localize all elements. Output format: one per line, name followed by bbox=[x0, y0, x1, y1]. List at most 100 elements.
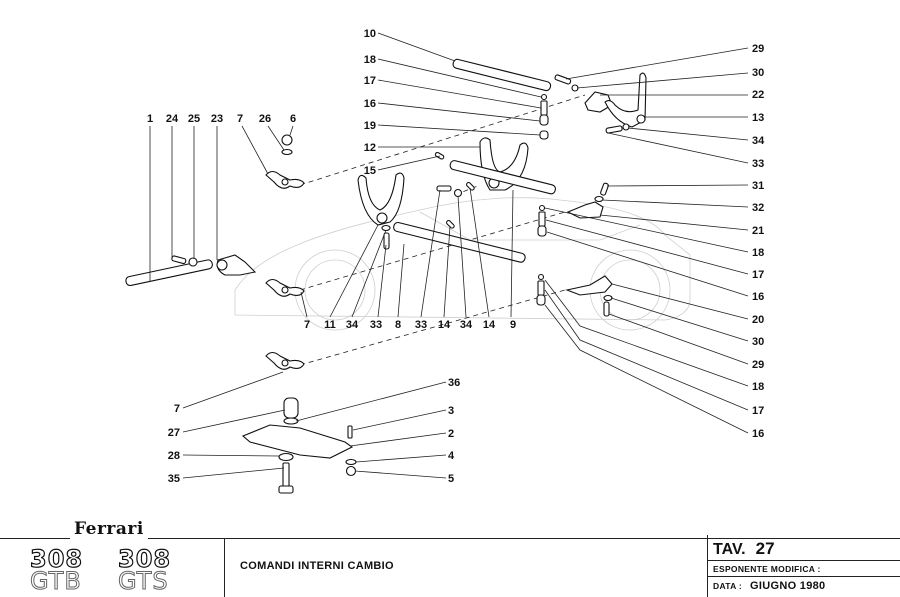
callout-14: 14 bbox=[438, 319, 451, 331]
bracket-2 bbox=[241, 424, 354, 459]
detent-ball-18-mid bbox=[538, 204, 546, 212]
spring-17-low bbox=[537, 280, 545, 296]
plug-19 bbox=[539, 130, 549, 140]
title-block-rule-esp bbox=[707, 576, 900, 577]
leader-lines bbox=[149, 32, 749, 479]
stud-3 bbox=[347, 425, 353, 439]
spring-17-mid bbox=[538, 211, 546, 227]
callout-4: 4 bbox=[448, 450, 455, 462]
callout-6: 6 bbox=[290, 113, 296, 125]
callout-25: 25 bbox=[188, 113, 200, 125]
callout-labels: 10 18 17 16 19 12 15 1 24 25 23 7 26 6 2… bbox=[147, 28, 765, 485]
callout-16: 16 bbox=[364, 98, 376, 110]
callout-16: 16 bbox=[752, 428, 764, 440]
block-20 bbox=[565, 275, 613, 296]
detent-ball-18-top bbox=[540, 93, 548, 101]
callout-27: 27 bbox=[168, 427, 180, 439]
callout-8: 8 bbox=[395, 319, 401, 331]
table-label: TAV. bbox=[713, 541, 746, 558]
callout-1: 1 bbox=[147, 113, 153, 125]
callout-24: 24 bbox=[166, 113, 179, 125]
plunger-16-top bbox=[539, 114, 549, 126]
callout-16: 16 bbox=[752, 291, 764, 303]
callout-13: 13 bbox=[752, 112, 764, 124]
callout-36: 36 bbox=[448, 377, 460, 389]
lever-7-lower bbox=[265, 351, 305, 370]
nut-5 bbox=[345, 465, 357, 477]
washer-34-left bbox=[381, 224, 391, 232]
block-21 bbox=[566, 201, 604, 219]
callout-34: 34 bbox=[460, 319, 473, 331]
table-reference: TAV.27 bbox=[713, 539, 775, 559]
callout-2: 2 bbox=[448, 428, 454, 440]
plunger-16-low bbox=[536, 294, 546, 306]
callout-17: 17 bbox=[752, 405, 764, 417]
revision-field: ESPONENTE MODIFICA : bbox=[713, 564, 821, 574]
callout-28: 28 bbox=[168, 450, 180, 462]
callout-9: 9 bbox=[510, 319, 516, 331]
title-block-divider-left bbox=[224, 538, 225, 597]
model-number-gts: 308 bbox=[117, 545, 172, 573]
callout-34: 34 bbox=[752, 135, 765, 147]
callout-17: 17 bbox=[752, 269, 764, 281]
title-block-rule-tav bbox=[707, 560, 900, 561]
callout-21: 21 bbox=[752, 225, 764, 237]
callout-7: 7 bbox=[304, 319, 310, 331]
callout-17: 17 bbox=[364, 75, 376, 87]
washer-28 bbox=[278, 452, 294, 462]
pin-14-b bbox=[466, 182, 475, 191]
callout-30: 30 bbox=[752, 336, 764, 348]
detent-ball-18-low bbox=[537, 273, 545, 281]
washer-34-mid bbox=[453, 188, 463, 198]
callout-18: 18 bbox=[752, 381, 764, 393]
callout-7: 7 bbox=[174, 403, 180, 415]
pin-14-a bbox=[446, 220, 455, 229]
callout-22: 22 bbox=[752, 89, 764, 101]
spring-17-top bbox=[540, 100, 548, 116]
plunger-16-mid bbox=[537, 225, 547, 237]
date-label: DATA : bbox=[713, 581, 743, 591]
fork-11 bbox=[357, 172, 405, 226]
nut-25 bbox=[188, 257, 198, 267]
callout-33: 33 bbox=[370, 319, 382, 331]
screw-33-right bbox=[605, 125, 623, 134]
callout-14: 14 bbox=[483, 319, 496, 331]
bolt-35 bbox=[278, 462, 294, 494]
callout-34: 34 bbox=[346, 319, 359, 331]
title-block-divider-right bbox=[707, 535, 708, 597]
callout-29: 29 bbox=[752, 43, 764, 55]
lever-7-middle bbox=[265, 278, 305, 297]
model-variant-gtb: GTB bbox=[30, 567, 82, 595]
callout-15: 15 bbox=[364, 165, 376, 177]
callout-23: 23 bbox=[211, 113, 223, 125]
nut-6 bbox=[281, 134, 293, 146]
shaft-10 bbox=[452, 58, 552, 92]
date-field: DATA :GIUGNO 1980 bbox=[713, 580, 825, 592]
washer-4 bbox=[345, 458, 357, 466]
callout-3: 3 bbox=[448, 405, 454, 417]
callout-10: 10 bbox=[364, 28, 376, 40]
callout-29: 29 bbox=[752, 359, 764, 371]
screw-29-low bbox=[603, 301, 610, 317]
callout-18: 18 bbox=[752, 247, 764, 259]
callout-33: 33 bbox=[415, 319, 427, 331]
washer-34-right bbox=[622, 123, 630, 131]
washer-36 bbox=[283, 417, 299, 425]
screw-29-top bbox=[554, 74, 572, 85]
model-number-gtb: 308 bbox=[29, 545, 84, 573]
exploded-parts-diagram: 10 18 17 16 19 12 15 1 24 25 23 7 26 6 2… bbox=[125, 28, 765, 494]
callout-26: 26 bbox=[259, 113, 271, 125]
block-23 bbox=[216, 254, 257, 276]
lever-7-upper bbox=[265, 170, 305, 189]
shaft-9 bbox=[449, 160, 556, 195]
screw-24 bbox=[171, 255, 187, 265]
model-variant-gts: GTS bbox=[118, 567, 169, 595]
washer-26 bbox=[281, 148, 293, 156]
title-block-top-rule bbox=[0, 538, 900, 539]
callout-32: 32 bbox=[752, 202, 764, 214]
callout-7: 7 bbox=[237, 113, 243, 125]
fork-13 bbox=[604, 72, 647, 128]
ferrari-logo-text: Ferrari bbox=[70, 519, 148, 539]
bushing-27 bbox=[283, 397, 299, 419]
callout-33: 33 bbox=[752, 158, 764, 170]
